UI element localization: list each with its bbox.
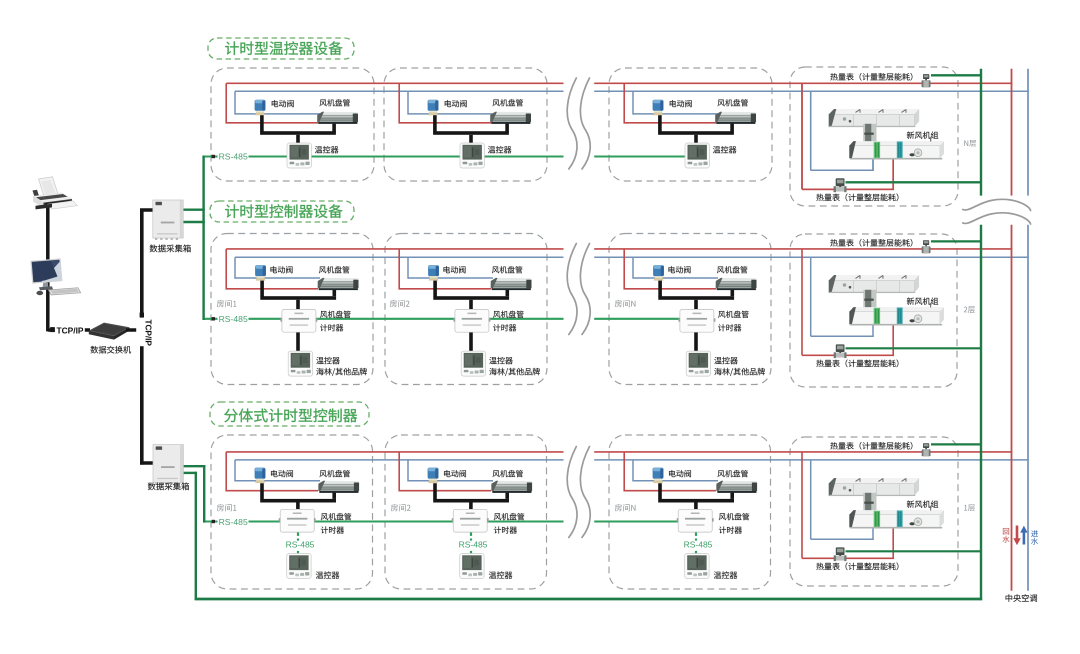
svg-text:TCP/IP: TCP/IP bbox=[57, 326, 84, 336]
svg-text:TCP/IP: TCP/IP bbox=[144, 320, 153, 347]
svg-text:RS-485: RS-485 bbox=[286, 540, 315, 550]
svg-text:RS-485: RS-485 bbox=[219, 314, 248, 324]
svg-text:RS-485: RS-485 bbox=[219, 152, 248, 162]
svg-text:RS-485: RS-485 bbox=[459, 540, 488, 550]
svg-text:RS-485: RS-485 bbox=[684, 540, 713, 550]
svg-text:RS-485: RS-485 bbox=[219, 517, 248, 527]
